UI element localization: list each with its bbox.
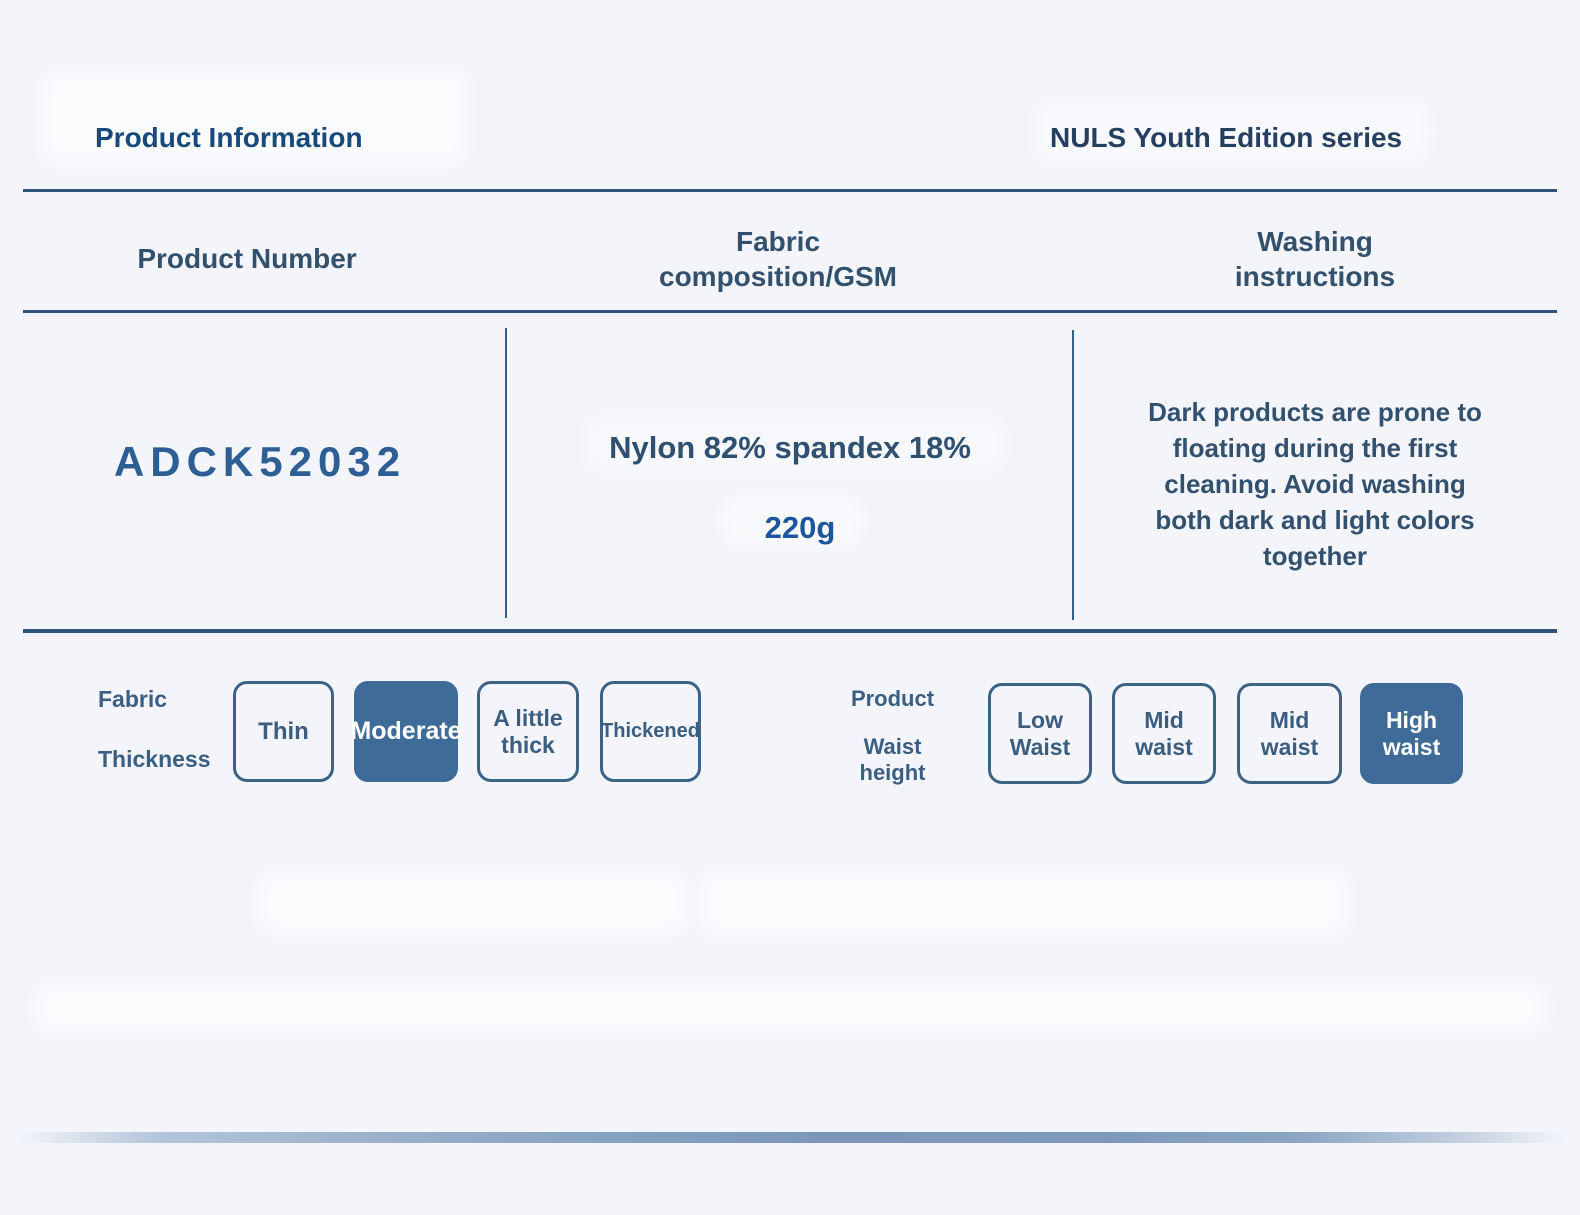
- divider-top: [23, 189, 1557, 192]
- waist-height-label-line1: Product: [850, 686, 935, 711]
- waist-height-label-line3: height: [859, 760, 926, 785]
- washing-instructions-text: Dark products are prone to floating duri…: [1148, 397, 1482, 571]
- option-label: Mid waist: [1135, 706, 1193, 760]
- faded-watermark-blob: [700, 870, 1348, 936]
- cell-divider: [1072, 330, 1074, 620]
- column-header-product-number: Product Number: [137, 243, 357, 274]
- fabric-composition-value: Nylon 82% spandex 18%: [609, 430, 971, 465]
- waist-height-label-line2: Waist: [863, 734, 922, 759]
- column-header-fabric-composition: Fabric composition/GSM: [659, 226, 897, 292]
- option-label: High waist: [1382, 706, 1441, 760]
- option-thickness-moderate-selected[interactable]: Moderate: [350, 681, 462, 782]
- bottom-gradient-bar: [18, 1132, 1564, 1143]
- option-label: Moderate: [350, 717, 462, 745]
- divider-bottom: [23, 629, 1557, 633]
- page-title: Product Information: [95, 122, 363, 153]
- column-header-washing-instructions: Washing instructions: [1234, 226, 1396, 292]
- option-waist-mid-1[interactable]: Mid waist: [1112, 683, 1216, 784]
- option-label: Mid waist: [1260, 706, 1319, 760]
- option-thickness-thickened[interactable]: Thickened: [600, 681, 701, 782]
- option-label: Low Waist: [1009, 706, 1071, 760]
- fabric-thickness-label-line1: Fabric: [98, 686, 168, 712]
- gsm-value: 220g: [764, 510, 836, 545]
- product-number-value: ADCK52032: [113, 438, 407, 485]
- series-title: NULS Youth Edition series: [1050, 122, 1403, 153]
- fabric-thickness-label-line2: Thickness: [98, 746, 211, 772]
- option-thickness-a-little-thick[interactable]: A little thick: [477, 681, 579, 782]
- option-waist-low[interactable]: Low Waist: [988, 683, 1092, 784]
- faded-watermark-blob: [258, 872, 688, 934]
- cell-divider: [505, 328, 507, 618]
- divider-header: [23, 310, 1557, 313]
- option-label: Thin: [258, 718, 309, 745]
- option-label: A little thick: [493, 704, 563, 758]
- faded-watermark-blob: [35, 984, 1547, 1032]
- option-thickness-thin[interactable]: Thin: [233, 681, 334, 782]
- option-waist-high-selected[interactable]: High waist: [1360, 683, 1463, 784]
- option-label: Thickened: [601, 720, 700, 742]
- option-waist-mid-2[interactable]: Mid waist: [1237, 683, 1342, 784]
